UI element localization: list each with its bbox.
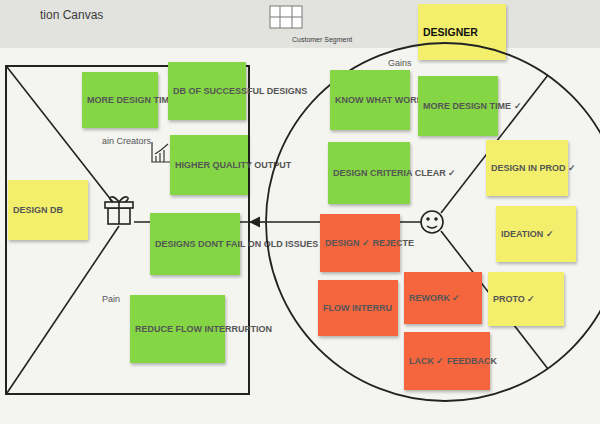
- sticky-note: FLOW INTERRU: [318, 280, 398, 336]
- header-strip: [0, 0, 600, 48]
- sticky-note: DESIGN CRITERIA CLEAR ✓: [328, 142, 410, 204]
- chart-icon: [152, 142, 172, 162]
- sticky-note: DESIGNS DONT FAIL ON OLD ISSUES: [150, 213, 240, 275]
- customer-profile-circle: GainsKNOW WHAT WORKS ✓MORE DESIGN TIME ✓…: [265, 42, 600, 402]
- face-outline: [421, 211, 443, 233]
- note-text: DESIGN ✓ REJECTE: [325, 238, 414, 249]
- sticky-note: LACK ✓ FEEDBACK: [404, 332, 490, 390]
- flow-arrow: [250, 221, 265, 223]
- chart-bar: [155, 156, 156, 162]
- note-text: DESIGNS DONT FAIL ON OLD ISSUES: [155, 239, 318, 250]
- chart-trend: [155, 144, 168, 154]
- circle-outline-path: [266, 43, 600, 401]
- note-text: REDUCE FLOW INTERRUPTION: [135, 324, 272, 335]
- sticky-note: IDEATION ✓: [496, 206, 576, 262]
- sticky-note: KNOW WHAT WORKS ✓: [330, 70, 410, 130]
- canvas-heading: tion Canvas: [40, 8, 103, 22]
- segment-icon-line: [270, 17, 302, 18]
- note-text: DB OF SUCCESSFUL DESIGNS: [173, 86, 307, 97]
- note-text: PROTO ✓: [493, 294, 535, 305]
- note-text: FLOW INTERRU: [323, 303, 392, 314]
- section-label: Gains: [388, 58, 412, 68]
- sticky-note: DESIGN IN PROD ✓: [486, 140, 568, 196]
- face-eye: [435, 218, 437, 220]
- note-text: IDEATION ✓: [501, 229, 554, 240]
- paper-sheet: [0, 48, 600, 424]
- chart-bar: [163, 150, 164, 162]
- note-text: REWORK ✓: [409, 293, 461, 304]
- section-label: Pain: [102, 294, 120, 304]
- note-text: DESIGN DB: [13, 205, 63, 216]
- gift-icon: [105, 197, 133, 224]
- sticky-note: MORE DESIGN TIME ✓: [418, 76, 498, 136]
- note-text: LACK ✓ FEEDBACK: [409, 356, 497, 367]
- sticky-note: DESIGN ✓ REJECTE: [320, 214, 400, 272]
- sticky-note: HIGHER QUALITY OUTPUT: [170, 135, 248, 195]
- sticky-note: PROTO ✓: [488, 272, 564, 326]
- face-icon: [421, 211, 443, 233]
- divider-line: [7, 226, 119, 393]
- sticky-note: DB OF SUCCESSFUL DESIGNS: [168, 62, 246, 120]
- segment-icon-box: [270, 6, 302, 28]
- edge-group: [250, 222, 265, 223]
- section-label: ain Creators: [102, 136, 151, 146]
- note-text: MORE DESIGN TIME ✓: [423, 101, 522, 112]
- note-text: DESIGN IN PROD ✓: [491, 163, 576, 174]
- value-map-frame: ain CreatorsPain MORE DESIGN TIMEDB OF SU…: [5, 65, 250, 395]
- chart-axis: [152, 142, 172, 162]
- segment-icon: [270, 6, 302, 28]
- note-text: DESIGN CRITERIA CLEAR ✓: [333, 168, 456, 179]
- chart-bar: [159, 153, 160, 162]
- gift-ribbon: [118, 202, 120, 224]
- note-text: DESIGNER: [423, 26, 501, 39]
- gift-bow: [110, 197, 128, 202]
- sticky-note: DESIGN DB: [8, 180, 88, 240]
- face-eye: [427, 218, 429, 220]
- sticky-note: REDUCE FLOW INTERRUPTION: [130, 295, 225, 363]
- segment-label: Customer Segment: [292, 36, 352, 43]
- sticky-note: DESIGNER: [418, 4, 506, 60]
- face-mouth: [427, 226, 437, 228]
- sticky-note: MORE DESIGN TIME: [82, 72, 158, 128]
- note-text: MORE DESIGN TIME: [87, 95, 175, 106]
- sticky-note: REWORK ✓: [404, 272, 482, 324]
